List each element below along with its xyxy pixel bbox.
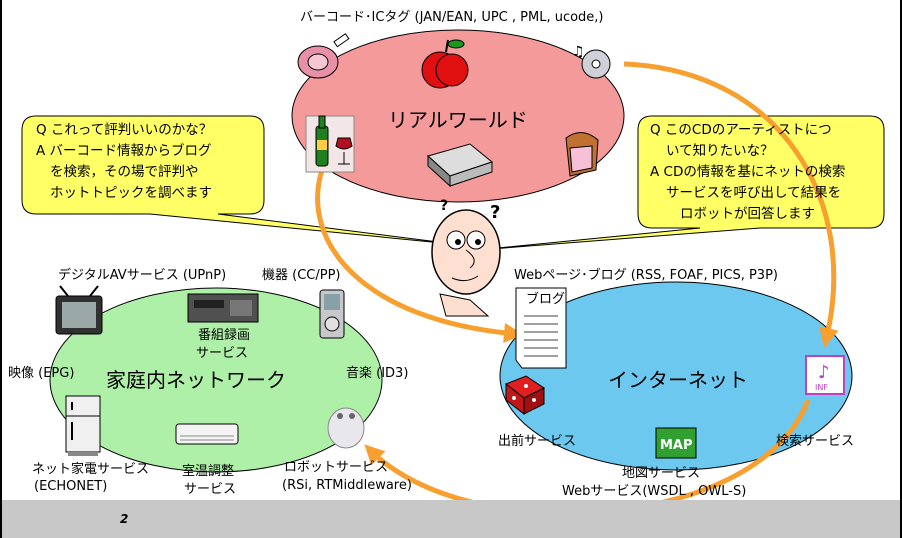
home-network-title: 家庭内ネットワーク [106, 368, 286, 392]
svg-text:♫: ♫ [572, 44, 585, 60]
map-icon-label: MAP [660, 438, 693, 453]
label-recording-2: サービス [196, 346, 249, 361]
callout-left-line-3: を検索，その場で評判や [50, 164, 199, 180]
air-conditioner-icon [175, 423, 239, 445]
book-icon [426, 143, 494, 188]
svg-text:♪: ♪ [818, 362, 830, 383]
svg-text:?: ? [440, 198, 448, 214]
callout-left-line-1: Q これって評判いいのかな？ [36, 122, 213, 138]
robot-icon [327, 407, 365, 449]
label-blog-doc: ブログ [526, 292, 566, 307]
label-video: 映像 (EPG) [8, 366, 75, 381]
wine-bottle-icon [305, 115, 355, 173]
toast-icon [565, 132, 599, 177]
slide-border-left [0, 0, 2, 538]
callout-left-line-2: A バーコード情報からブログ [36, 143, 212, 159]
music-file-icon: ♪ INF [805, 355, 845, 395]
arrow-cd-to-search [623, 61, 839, 348]
label-room-temp-2: サービス [184, 482, 237, 497]
callout-right-line-2: いて知りたいな？ [666, 143, 774, 159]
svg-text:?: ? [490, 202, 500, 223]
slide-border-right [900, 0, 902, 538]
video-recorder-icon [187, 293, 259, 323]
footer-bar: 2 [2, 500, 900, 538]
callout-right-line-1: Q このCDのアーティストにつ [650, 122, 832, 138]
arrow-wine-to-blog [315, 169, 524, 343]
callout-right-line-3: A CDの情報を基にネットの検索 [650, 164, 846, 180]
callout-left-line-4: ホットトピックを調べます [50, 185, 212, 201]
label-appliance-2: (ECHONET) [34, 479, 108, 494]
map-icon: MAP [655, 427, 697, 459]
label-web-blog: Webページ･ブログ (RSS, FOAF, PICS, P3P) [514, 268, 778, 283]
audio-player-icon [319, 289, 345, 339]
internet-title: インターネット [608, 368, 748, 392]
label-device: 機器 (CC/PP) [262, 268, 341, 283]
label-room-temp-1: 室温調整 [182, 464, 235, 479]
thinking-man-icon: ? ? [431, 198, 501, 317]
label-map-2: Webサービス(WSDL , OWL-S) [562, 484, 747, 499]
label-map-1: 地図サービス [622, 466, 701, 481]
apple-icon [421, 39, 469, 89]
callout-right-shape [477, 115, 885, 251]
label-search: 検索サービス [776, 434, 855, 449]
real-world-caption: バーコード･ICタグ (JAN/EAN, UPC , PML, ucode,) [300, 10, 604, 25]
refrigerator-icon [65, 395, 101, 456]
label-robot-2: (RSi, RTMiddleware) [282, 478, 412, 493]
internet-ellipse [499, 281, 853, 471]
label-appliance-1: ネット家電サービス [32, 462, 150, 477]
callout-right-line-4: サービスを呼び出して結果を [666, 185, 842, 201]
blog-document-icon [515, 287, 567, 369]
real-world-ellipse [291, 29, 625, 203]
home-network-ellipse [49, 287, 383, 473]
ham-icon [297, 33, 350, 79]
label-recording-1: 番組録画 [198, 328, 251, 343]
tv-icon [55, 285, 103, 335]
label-music: 音楽 (ID3) [346, 366, 409, 381]
cd-icon: ♫ [572, 44, 611, 79]
callout-left-shape [21, 115, 463, 246]
label-delivery: 出前サービス [498, 434, 577, 449]
real-world-title: リアルワールド [388, 108, 528, 132]
page-number: 2 [120, 512, 129, 526]
callout-right-line-5: ロボットが回答します [680, 206, 815, 222]
label-digital-av: デジタルAVサービス (UPnP) [58, 268, 227, 283]
music-file-icon-label: INF [815, 383, 828, 392]
dice-icon [505, 375, 545, 416]
label-robot-1: ロボットサービス [284, 460, 389, 475]
